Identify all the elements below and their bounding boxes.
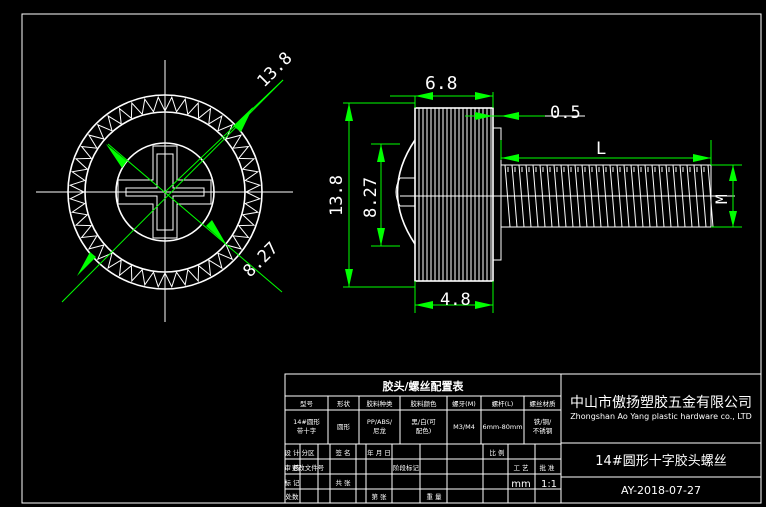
grid-label: 共 张 <box>335 478 351 487</box>
config-row-cell: 铁/铜/ <box>534 417 552 426</box>
dim-base-width-label: 4.8 <box>440 290 471 310</box>
dim-height-label: 13.8 <box>327 175 347 216</box>
knurl-pattern <box>68 95 262 289</box>
dim-boss-label: 8.27 <box>361 177 381 218</box>
grid-label: 签 名 <box>335 448 350 457</box>
unit-label: mm <box>511 479 530 490</box>
config-row-cell: 配色) <box>416 426 432 435</box>
thread-lines <box>504 164 714 228</box>
dim-inner-arrow-2 <box>206 220 226 244</box>
knob-knurl-lines <box>418 108 492 281</box>
config-row-cell: 尼龙 <box>373 426 387 435</box>
title-block: 胶头/螺丝配置表 型号 形状 胶料种类 胶料颜色 螺牙(M) 螺杆(L) 螺丝材质 14#圆… <box>284 373 762 504</box>
dim-thread-label: M <box>712 194 731 204</box>
config-row-cell: 14#圆形 <box>293 418 320 426</box>
config-row-cell: PP/ABS/ <box>367 418 393 426</box>
drawing-frame <box>21 13 762 504</box>
config-header-cell: 胶料种类 <box>367 399 394 408</box>
config-row-cell: 6mm-80mm <box>482 423 522 431</box>
config-header-cell: 螺丝材质 <box>530 399 557 408</box>
drawing-date: AY-2018-07-27 <box>621 484 701 497</box>
config-header-cell: 形状 <box>337 399 351 408</box>
config-row-cell: 圆形 <box>337 423 351 431</box>
dim-gap-label: 0.5 <box>550 103 581 123</box>
grid-label: 设 计 <box>284 448 300 457</box>
side-view: 6.8 0.5 13.8 8.27 L M <box>327 73 742 313</box>
grid-label: 比 例 <box>489 448 504 457</box>
config-header-cell: 螺牙(M) <box>452 399 476 408</box>
grid-label: 重 量 <box>426 493 442 501</box>
config-header-cell: 胶料颜色 <box>411 399 438 408</box>
config-row-cell: 黑/白(可 <box>411 417 436 426</box>
knob-outer-circle <box>67 94 263 290</box>
front-view: 13.8 8.27 <box>36 48 296 322</box>
company-name-en: Zhongshan Ao Yang plastic hardware co., … <box>570 412 752 421</box>
grid-label: 处数 <box>286 492 300 501</box>
grid-label: 更改文件号 <box>292 463 325 472</box>
grid-label: 阶段标记 <box>393 463 420 472</box>
config-row-cell: 不锈钢 <box>533 426 553 435</box>
company-name-cn: 中山市傲扬塑胶五金有限公司 <box>570 394 752 411</box>
config-table-headers: 型号 形状 胶料种类 胶料颜色 螺牙(M) 螺杆(L) 螺丝材质 <box>300 399 556 408</box>
config-header-cell: 螺杆(L) <box>492 399 514 408</box>
shoulder <box>492 127 502 261</box>
config-row-cell: 带十字 <box>297 426 317 435</box>
dim-outer-arrow-1 <box>233 107 253 132</box>
scale-label: 1:1 <box>541 479 557 490</box>
grid-label: 分区 <box>302 448 316 457</box>
config-row-cell: M3/M4 <box>453 423 475 431</box>
config-header-cell: 型号 <box>300 399 314 408</box>
dim-inner-line <box>107 143 283 293</box>
cross-slot-inner <box>125 153 205 231</box>
grid-label: 年 月 日 <box>367 448 391 457</box>
grid-label: 批 准 <box>539 463 555 472</box>
dim-inner-arrow-1 <box>106 144 127 168</box>
grid-label: 第 张 <box>371 492 387 501</box>
grid-label: 标 记 <box>284 478 300 487</box>
cross-slot-outline <box>117 145 212 239</box>
dim-outer-arrow-2 <box>77 252 96 276</box>
dim-head-width-label: 6.8 <box>425 73 458 94</box>
grid-label: 审 核 <box>284 463 300 472</box>
head-boss-arc <box>396 139 416 245</box>
config-table-title: 胶头/螺丝配置表 <box>382 379 464 393</box>
head-boss-circle <box>115 142 215 242</box>
dim-outer-label: 13.8 <box>253 48 296 91</box>
product-name: 14#圆形十字胶头螺丝 <box>595 453 726 469</box>
dim-length-label: L <box>596 139 606 159</box>
knurl-zigzag <box>68 95 262 289</box>
grid-label: 工 艺 <box>513 464 529 472</box>
